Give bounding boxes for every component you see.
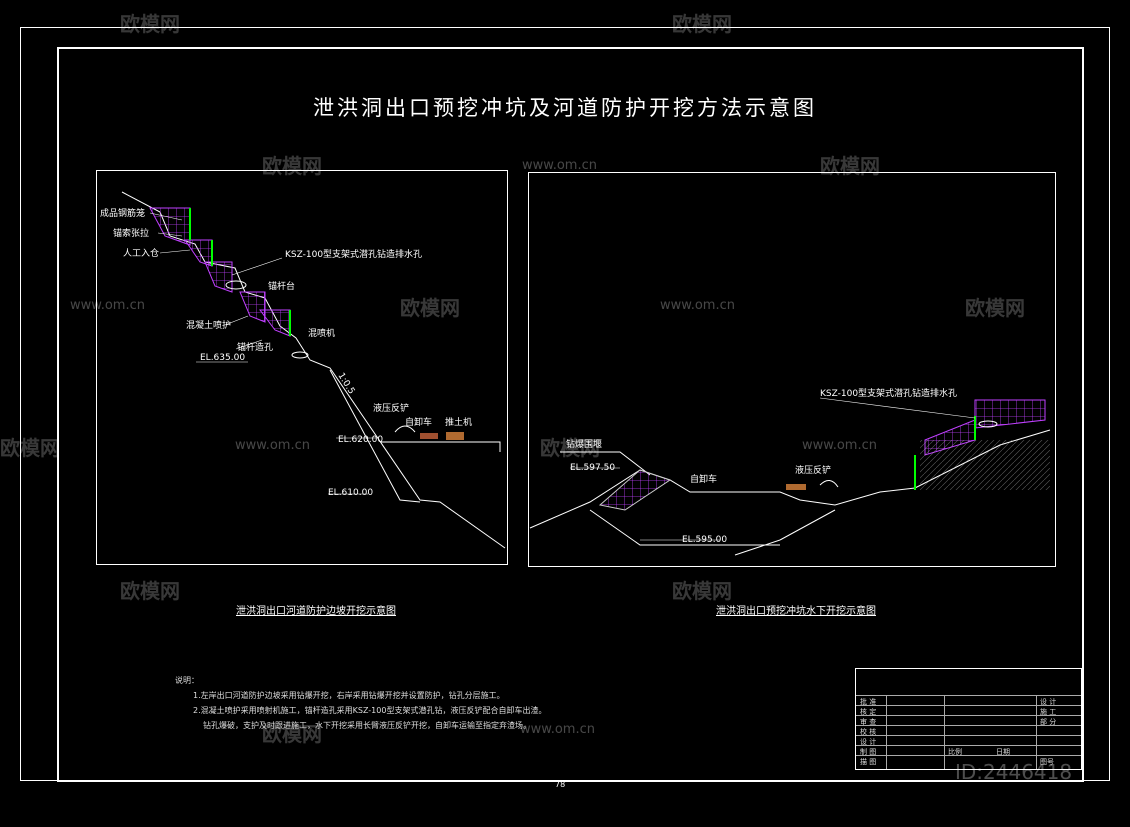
left-label-4: KSZ-100型支架式潜孔钻造排水孔: [285, 248, 422, 260]
right-label-5: 液压反铲: [795, 464, 831, 476]
watermark-brand: 欧模网: [120, 12, 180, 36]
left-label-6: 混凝土喷护: [186, 319, 231, 331]
left-label-13: 推土机: [445, 416, 472, 428]
watermark-id: ID:2446418: [955, 760, 1073, 784]
watermark-url: www.om.cn: [522, 158, 597, 173]
left-label-8: EL.635.00: [200, 353, 245, 363]
right-label-2: 钻爆围堰: [566, 438, 602, 450]
watermark-brand: 欧模网: [540, 436, 600, 460]
notes-heading: 说明：: [175, 676, 199, 685]
tb-row-4: 校 核: [860, 728, 877, 736]
tb-right-3: 部 分: [1040, 718, 1057, 726]
right-equipment: [786, 420, 998, 490]
title-block: 批 准 核 定 审 查 校 核 设 计 制 图 描 图 设 计 施 工 部 分 …: [855, 668, 1082, 770]
left-label-14: EL.620.00: [338, 435, 383, 445]
watermark-brand: 欧模网: [820, 154, 880, 178]
notes: 说明： 1.左岸出口河道防护边坡采用钻爆开挖，右岸采用钻爆开挖并设置防护，钻孔分…: [175, 673, 546, 733]
watermark-url: www.om.cn: [70, 298, 145, 313]
watermark-brand: 欧模网: [0, 436, 60, 460]
watermark-url: www.om.cn: [802, 438, 877, 453]
left-label-12: 自卸车: [405, 416, 432, 428]
left-equipment: [225, 280, 464, 440]
tb-right-1: 设 计: [1040, 698, 1057, 706]
tb-row-7: 描 图: [860, 758, 877, 766]
left-label-7: 锚杆造孔: [237, 341, 273, 353]
left-label-11: 液压反铲: [373, 402, 409, 414]
inner-border: [57, 47, 1084, 782]
watermark-brand: 欧模网: [262, 722, 322, 746]
watermark-url: www.om.cn: [520, 722, 595, 737]
left-label-10: 1:0.5: [335, 371, 356, 396]
right-leaders: [570, 397, 976, 541]
tb-row-6: 制 图: [860, 748, 877, 756]
tb-right-2: 施 工: [1040, 708, 1057, 716]
left-label-3: 人工入仓: [123, 247, 159, 259]
left-label-15: EL.610.00: [328, 488, 373, 498]
page-number: 78: [555, 780, 566, 789]
right-label-6: EL.595.00: [682, 535, 727, 545]
left-label-9: 混喷机: [308, 327, 335, 339]
drawing-title: 泄洪洞出口预挖冲坑及河道防护开挖方法示意图: [313, 96, 817, 120]
right-hatch-slope: [920, 440, 1050, 490]
right-panel: [528, 172, 1056, 567]
watermark-brand: 欧模网: [965, 296, 1025, 320]
right-cofferdam: [598, 469, 672, 511]
tb-drawing-no: 图号: [1040, 758, 1054, 766]
left-label-2: 锚索张拉: [113, 227, 149, 239]
note-2: 2.混凝土喷护采用喷射机施工，锚杆造孔采用KSZ-100型支架式潜孔钻，液压反铲…: [193, 706, 547, 715]
watermark-url: www.om.cn: [235, 438, 310, 453]
tb-row-2: 核 定: [860, 708, 877, 716]
left-label-1: 成品钢筋笼: [100, 207, 145, 219]
watermark-brand: 欧模网: [262, 154, 322, 178]
note-1: 1.左岸出口河道防护边坡采用钻爆开挖，右岸采用钻爆开挖并设置防护，钻孔分层施工。: [193, 691, 505, 700]
watermark-brand: 欧模网: [120, 579, 180, 603]
tb-row-3: 审 查: [860, 718, 877, 726]
tb-row-1: 批 准: [860, 698, 877, 706]
left-caption: 泄洪洞出口河道防护边坡开挖示意图: [236, 606, 396, 617]
left-label-5: 锚杆台: [268, 280, 295, 292]
tb-date: 日期: [996, 748, 1010, 756]
right-caption: 泄洪洞出口预挖冲坑水下开挖示意图: [716, 606, 876, 617]
left-slope-profile: [121, 191, 506, 549]
left-benches: [149, 207, 291, 337]
tb-row-5: 设 计: [860, 738, 877, 746]
watermark-brand: 欧模网: [400, 296, 460, 320]
watermark-brand: 欧模网: [672, 579, 732, 603]
watermark-url: www.om.cn: [660, 298, 735, 313]
right-label-4: 自卸车: [690, 473, 717, 485]
right-label-1: KSZ-100型支架式潜孔钻造排水孔: [820, 387, 957, 399]
left-panel: [96, 170, 508, 565]
note-3: 钻孔爆破，支护及时跟进施工，水下开挖采用长臂液压反铲开挖，自卸车运输至指定弃渣场…: [203, 721, 531, 730]
watermark-brand: 欧模网: [672, 12, 732, 36]
tb-scale: 比例: [948, 748, 962, 756]
right-label-3: EL.597.50: [570, 463, 615, 473]
left-leaders: [149, 212, 376, 495]
